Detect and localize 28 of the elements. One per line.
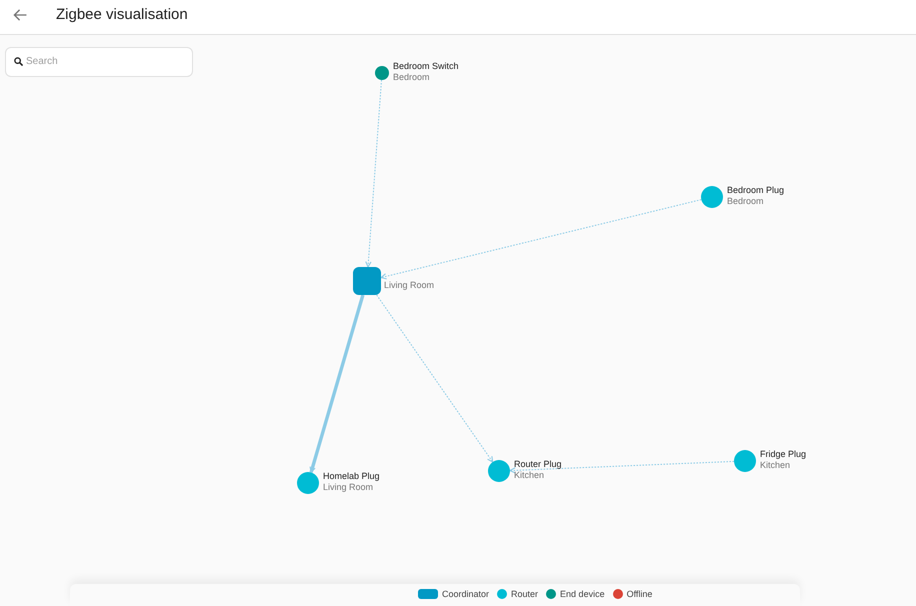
- connection-arrow: [380, 199, 702, 280]
- router-node: [734, 450, 756, 472]
- connection-arrow: [309, 294, 365, 473]
- room-name: Living Room: [384, 280, 434, 291]
- legend-text: Coordinator: [442, 588, 490, 600]
- device-name: Fridge Plug: [760, 449, 806, 460]
- end-device-node: [375, 66, 389, 80]
- room-name: Kitchen: [760, 460, 790, 471]
- device-name: Router Plug: [514, 459, 562, 470]
- connection-arrow: [376, 294, 494, 463]
- legend-text: End device: [560, 588, 605, 600]
- router-node: [488, 460, 510, 482]
- device-name: Bedroom Plug: [727, 185, 784, 196]
- room-name: Kitchen: [514, 470, 544, 481]
- legend-text: Router: [511, 588, 538, 600]
- device-name: Homelab Plug: [323, 471, 380, 482]
- room-name: Bedroom: [393, 72, 430, 83]
- connection-arrow: [509, 460, 734, 474]
- coordinator-node: [353, 267, 381, 295]
- router-node: [297, 472, 319, 494]
- search-field: Search: [5, 47, 193, 77]
- room-name: Living Room: [323, 482, 374, 493]
- router-node: [701, 186, 723, 208]
- device-name: Bedroom Switch: [393, 61, 459, 72]
- room-name: Bedroom: [727, 196, 764, 207]
- connection-arrow: [365, 80, 382, 268]
- page-title: Zigbee visualisation: [56, 6, 188, 24]
- legend-text: Offline: [626, 588, 652, 600]
